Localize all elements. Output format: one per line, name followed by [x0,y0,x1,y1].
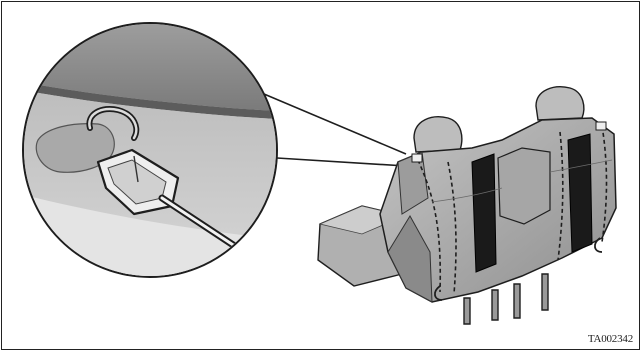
right-anchor-bracket [596,122,606,130]
rear-seat-assembly [318,87,616,324]
right-headrest [536,87,584,120]
left-anchor-bracket [412,154,422,162]
magnifier-detail [12,22,302,302]
center-armrest [498,148,550,224]
left-headrest [414,117,462,152]
leader-lines [264,94,406,166]
right-seat-belt [568,134,592,252]
left-seat-belt [472,154,496,272]
figure-reference-code: TA002342 [588,333,633,345]
